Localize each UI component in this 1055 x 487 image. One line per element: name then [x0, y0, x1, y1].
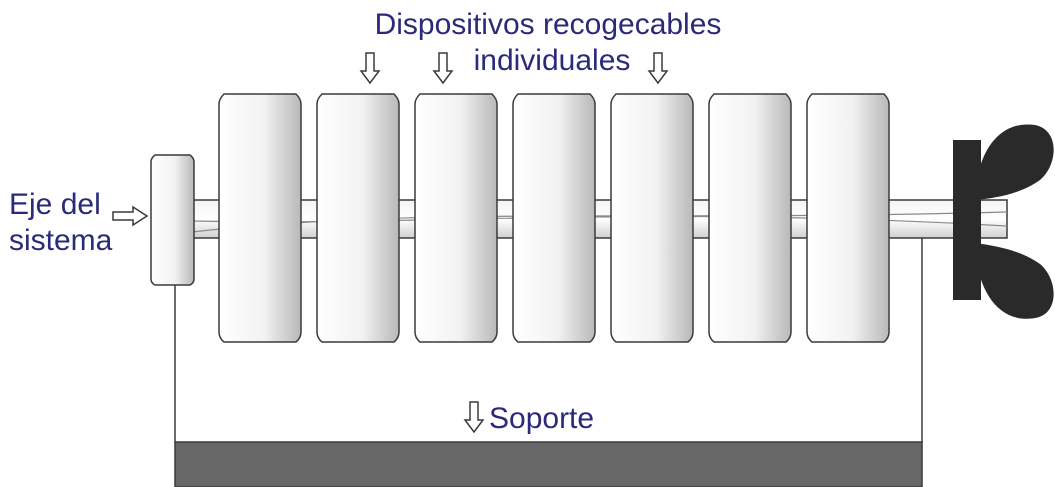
arrow-down-icon [359, 52, 381, 85]
support-frame [174, 221, 923, 487]
axis-label-line2: sistema [9, 224, 113, 257]
device-cylinder [316, 93, 400, 343]
arrow-down-icon [432, 52, 454, 85]
device-cylinder [414, 93, 498, 343]
device-cylinder [708, 93, 792, 343]
axis-bearing-block [150, 154, 195, 286]
devices-label-line1: Dispositivos recogecables [375, 8, 722, 41]
support-label: Soporte [489, 402, 594, 435]
device-cylinder [512, 93, 596, 343]
device-group [218, 93, 890, 343]
arrow-down-icon [647, 52, 669, 85]
arrow-down-icon [463, 401, 485, 434]
devices-label-line2: individuales [474, 44, 631, 77]
device-cylinder [218, 93, 302, 343]
support-bar [174, 441, 923, 487]
axis-label-line1: Eje del [9, 188, 101, 221]
device-cylinder [610, 93, 694, 343]
arrow-right-icon [112, 205, 149, 227]
device-cylinder [806, 93, 890, 343]
propeller-icon [953, 124, 1054, 319]
